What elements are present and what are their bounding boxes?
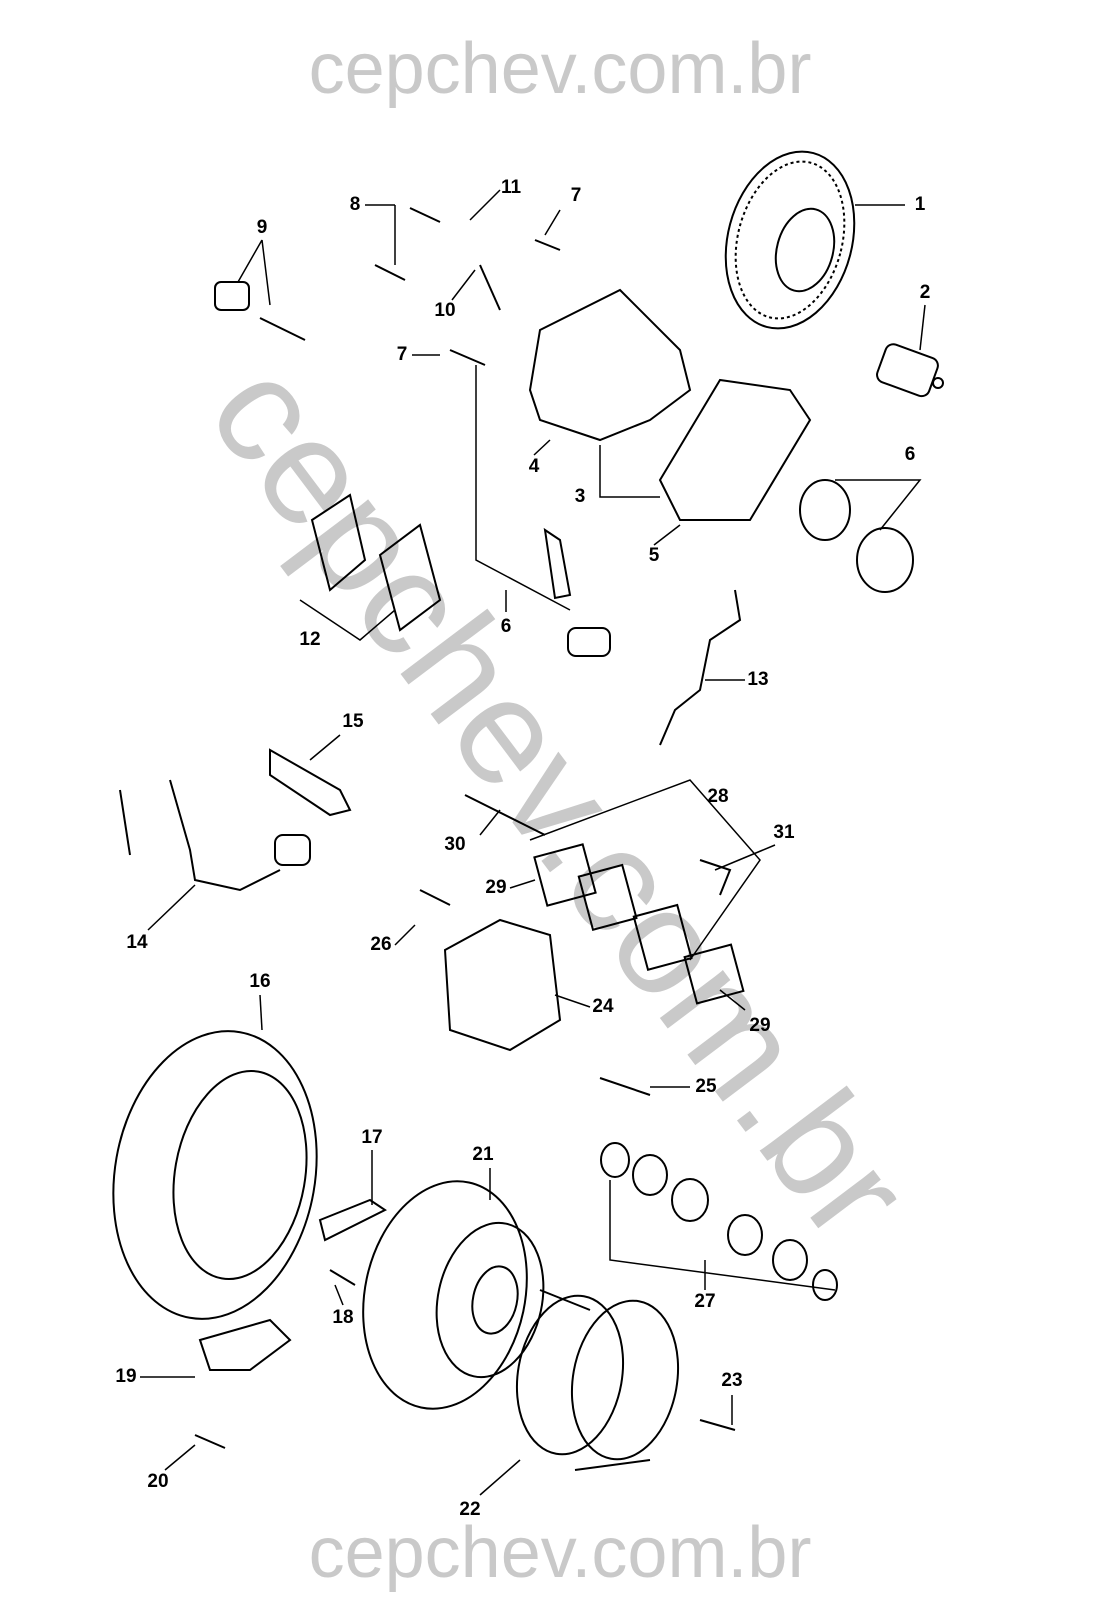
seal-ring bbox=[856, 527, 914, 593]
front-brake-disc bbox=[724, 150, 856, 330]
drum bbox=[515, 1289, 680, 1471]
callout-label: 11 bbox=[500, 177, 522, 198]
callout-label: 19 bbox=[115, 1366, 137, 1387]
callout-label: 29 bbox=[485, 877, 507, 898]
rear-pad bbox=[632, 903, 693, 971]
watermark-bottom: cepchev.com.br bbox=[308, 1513, 812, 1593]
callout-label: 29 bbox=[749, 1015, 771, 1036]
rear-pad bbox=[577, 863, 638, 931]
callout-label: 23 bbox=[721, 1370, 743, 1391]
callout-label: 15 bbox=[342, 711, 364, 732]
rear-disc bbox=[362, 1180, 545, 1410]
front-caliper bbox=[528, 288, 692, 442]
callout-label: 7 bbox=[396, 344, 408, 365]
wear-sensor bbox=[659, 589, 742, 746]
callout-label: 21 bbox=[472, 1144, 494, 1165]
callout-label: 2 bbox=[919, 282, 931, 303]
callout-label: 17 bbox=[361, 1127, 383, 1148]
bracket-31 bbox=[699, 859, 732, 896]
callout-label: 25 bbox=[695, 1076, 717, 1097]
callout-label: 18 bbox=[332, 1307, 354, 1328]
seal-ring bbox=[799, 479, 851, 541]
boot bbox=[567, 627, 611, 657]
watermark-top: cepchev.com.br bbox=[308, 29, 812, 109]
callout-label: 27 bbox=[694, 1291, 716, 1312]
callout-label: 5 bbox=[648, 545, 660, 566]
front-brake-pad bbox=[310, 493, 367, 592]
callout-label: 20 bbox=[147, 1471, 169, 1492]
callout-label: 10 bbox=[434, 300, 456, 321]
pin bbox=[464, 794, 546, 836]
hub-cap bbox=[876, 343, 944, 398]
shim bbox=[543, 527, 572, 600]
callout-label: 12 bbox=[299, 629, 321, 650]
callout-label: 6 bbox=[500, 616, 512, 637]
front-brake-pad bbox=[378, 523, 442, 632]
callout-label: 28 bbox=[707, 786, 729, 807]
leader-lines bbox=[140, 189, 926, 1496]
callout-label: 26 bbox=[370, 934, 392, 955]
callout-label: 9 bbox=[256, 217, 268, 238]
spring-17 bbox=[318, 1198, 387, 1242]
rear-shim bbox=[533, 843, 597, 907]
callout-label: 16 bbox=[249, 971, 271, 992]
callout-label: 24 bbox=[592, 996, 614, 1017]
bracket-19 bbox=[198, 1318, 292, 1371]
seal-kit bbox=[600, 1142, 838, 1301]
callout-label: 14 bbox=[126, 932, 148, 953]
wear-sensor-cable bbox=[119, 779, 281, 892]
callout-label: 7 bbox=[570, 185, 582, 206]
callout-label: 6 bbox=[904, 444, 916, 465]
callout-label: 30 bbox=[444, 834, 466, 855]
bolts bbox=[194, 207, 736, 1449]
callout-label: 1 bbox=[914, 194, 926, 215]
rear-shim bbox=[683, 943, 745, 1005]
callout-label: 4 bbox=[528, 456, 540, 477]
retaining-clip bbox=[269, 748, 352, 817]
backing-plate bbox=[112, 1030, 318, 1320]
caliper-carrier bbox=[658, 378, 812, 521]
callout-label: 3 bbox=[574, 486, 586, 507]
callout-label: 8 bbox=[349, 194, 361, 215]
callout-label: 31 bbox=[773, 822, 795, 843]
callout-label: 13 bbox=[747, 669, 769, 690]
callout-label: 22 bbox=[459, 1499, 481, 1520]
rear-caliper bbox=[443, 918, 562, 1052]
